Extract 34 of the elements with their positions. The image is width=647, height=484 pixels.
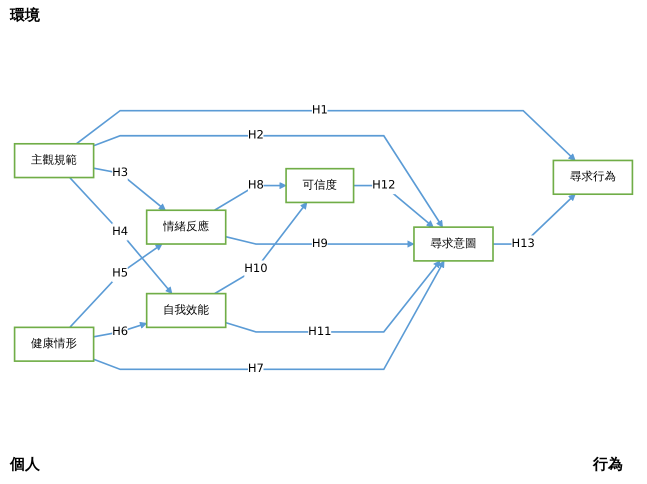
arrow	[76, 110, 576, 161]
node-box: 尋求意圖	[413, 226, 494, 262]
node-box: 情緒反應	[146, 209, 227, 245]
node-box: 可信度	[285, 168, 354, 204]
arrow	[93, 167, 166, 211]
edge-label: H1	[312, 104, 328, 117]
region-label: 行為	[593, 455, 623, 474]
edge-label: H4	[112, 224, 128, 238]
edge-label: H8	[248, 178, 264, 192]
edge-label: H11	[308, 324, 332, 338]
arrow	[93, 134, 443, 228]
arrow	[214, 182, 286, 211]
arrow	[69, 244, 162, 328]
arrow	[354, 184, 434, 228]
arrow	[493, 194, 576, 245]
node-box: 主觀規範	[14, 142, 94, 178]
edge-label: H5	[112, 266, 128, 280]
arrow	[214, 202, 308, 294]
edge-label: H9	[312, 237, 328, 250]
edge-label: H7	[248, 362, 264, 376]
edge-label: H2	[248, 128, 264, 142]
node-box: 自我效能	[146, 292, 227, 328]
node-box: 尋求行為	[552, 160, 634, 196]
region-label: 環境	[10, 6, 40, 25]
edge-label: H3	[112, 166, 128, 180]
edge-label: H13	[512, 237, 535, 250]
arrow	[225, 260, 440, 333]
node-box: 健康情形	[14, 326, 94, 362]
region-label: 個人	[10, 455, 40, 474]
edge-label: H10	[244, 262, 268, 276]
edge-label: H12	[372, 178, 396, 192]
edge-label: H6	[112, 324, 128, 338]
arrow	[69, 176, 172, 294]
arrow	[226, 236, 414, 248]
